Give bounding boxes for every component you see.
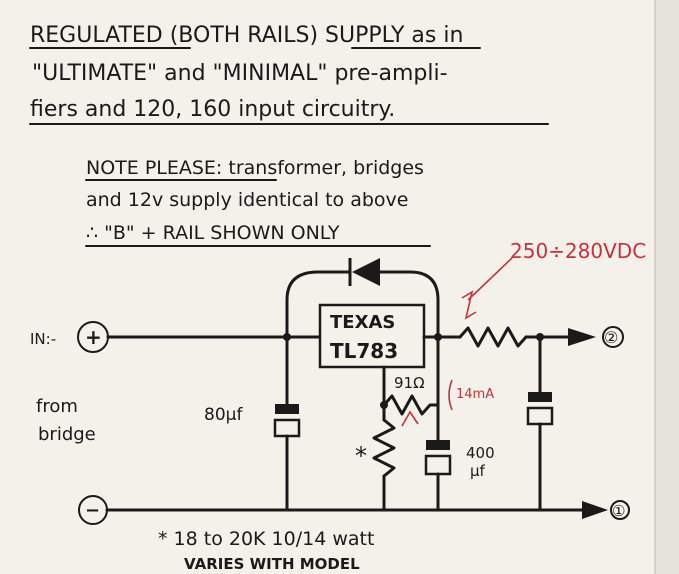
output-plus-terminal-icon: [602, 326, 624, 348]
cap3-bottom-plate: [526, 406, 554, 426]
output-plus-arrow-icon: [568, 328, 596, 346]
current-bracket: [448, 379, 453, 411]
header-line-3: fiers and 120, 160 input circuitry.: [30, 97, 395, 122]
ground-sign: −: [85, 500, 100, 521]
cap3-top-plate: [528, 392, 552, 402]
cap1-top-plate: [275, 404, 299, 414]
current-annotation: 14mA: [456, 387, 494, 402]
footnote-line-2: VARIES WITH MODEL: [184, 555, 360, 573]
paper-edge: [655, 0, 679, 574]
cap2-top-plate: [426, 440, 450, 450]
note-line-2: and 12v supply identical to above: [86, 189, 408, 211]
cap1-bottom-plate: [273, 418, 301, 438]
regulator-line-2: TL783: [330, 339, 398, 363]
voltage-leader-line: [467, 257, 513, 301]
cap2-value-1: 400: [466, 444, 495, 462]
output-ground-label: ①: [612, 502, 625, 520]
diode-loop-left: [285, 270, 350, 339]
output-plus-label: ②: [604, 328, 618, 347]
from-bridge-line-2: bridge: [38, 424, 96, 445]
from-bridge-line-1: from: [36, 396, 78, 417]
note-line-3: ∴ "B" + RAIL SHOWN ONLY: [86, 222, 340, 244]
note-line-1: NOTE PLEASE: transformer, bridges: [86, 157, 424, 179]
adjust-resistor-icon: [382, 394, 440, 416]
cap2-bottom-plate: [424, 454, 452, 476]
cap1-value: 80µf: [204, 405, 243, 425]
regulator-line-1: TEXAS: [330, 312, 395, 333]
voltage-annotation: 250÷280VDC: [510, 239, 646, 263]
input-sign: +: [85, 325, 102, 349]
current-arrow-mark: [401, 410, 419, 427]
voltage-arrow-mark: [461, 290, 477, 320]
diode-loop-right: [378, 270, 440, 339]
resistor-value: 91Ω: [394, 374, 425, 392]
cap2-value-2: µf: [470, 462, 486, 480]
header-line-2: "ULTIMATE" and "MINIMAL" pre-ampli-: [32, 61, 448, 86]
diode-icon: [352, 258, 380, 286]
star-resistor-icon: [372, 418, 396, 478]
input-label: IN:-: [30, 330, 56, 348]
output-ground-arrow-icon: [582, 501, 608, 519]
series-resistor-icon: [458, 326, 528, 348]
output-ground-terminal-icon: [610, 500, 630, 520]
footnote-line-1: * 18 to 20K 10/14 watt: [158, 528, 374, 550]
star-resistor-asterisk: *: [355, 442, 367, 470]
header-line-1: REGULATED (BOTH RAILS) SUPPLY as in: [30, 23, 463, 48]
